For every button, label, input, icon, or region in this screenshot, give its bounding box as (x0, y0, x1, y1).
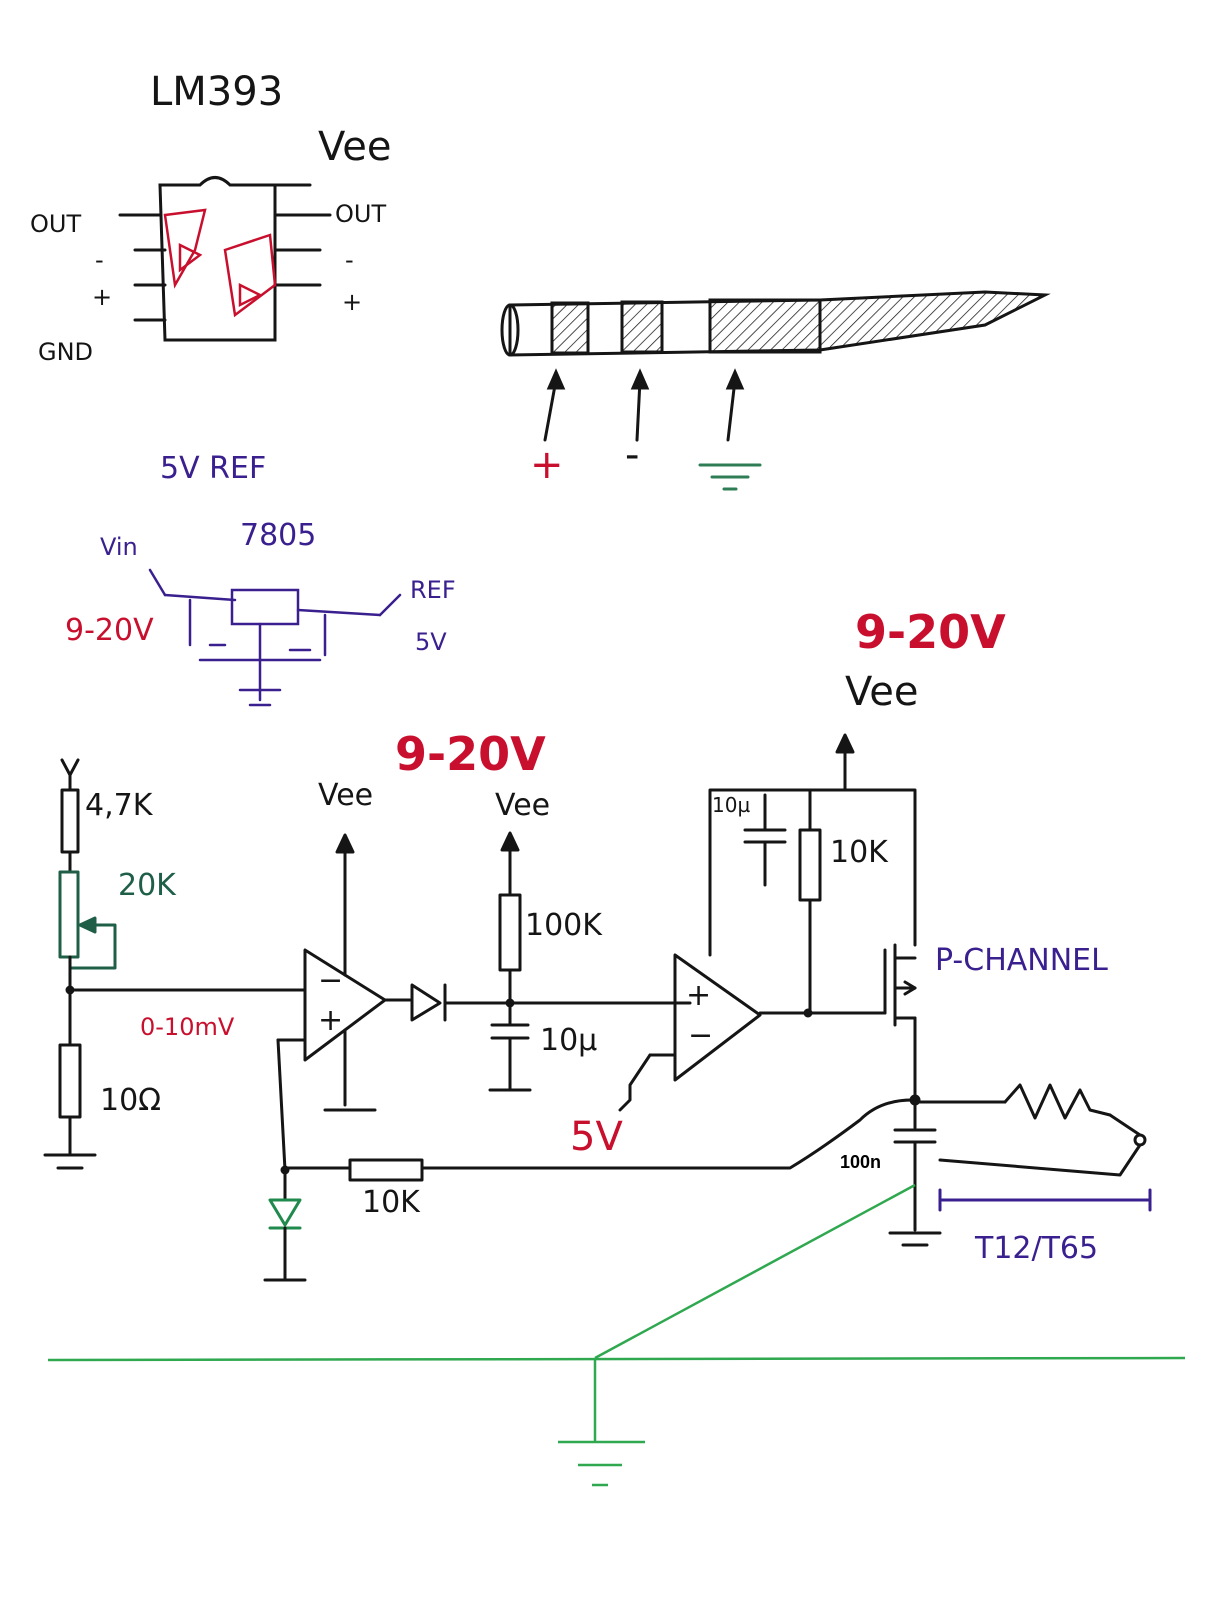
supply-top-voltage: 9-20V (855, 605, 1006, 659)
pin-left-4: GND (38, 338, 93, 366)
diode (410, 983, 442, 1022)
led (268, 1198, 302, 1227)
svg-text:−: − (318, 963, 343, 998)
lm393-pinout: LM393 OUT - + GND Vee OUT - + (30, 69, 391, 366)
heater-element (1003, 1083, 1112, 1120)
resistor-100k-label: 100K (525, 908, 603, 943)
potentiometer-label: 20K (118, 868, 177, 903)
resistor-feedback-label: 10K (362, 1185, 421, 1220)
vee-left-label: Vee (318, 778, 373, 813)
pin-right-3: - (345, 246, 354, 274)
tip-type-label: T12/T65 (974, 1231, 1098, 1266)
vin-label: Vin (100, 533, 138, 561)
vee-rail (708, 788, 917, 957)
pin-left-1: OUT (30, 210, 81, 238)
mosfet-type-label: P-CHANNEL (935, 943, 1108, 978)
capacitor-10u-label: 10µ (540, 1023, 597, 1058)
resistor-100k (498, 893, 522, 972)
reference-section: 5V REF 7805 Vin 9-20V REF 5V (65, 451, 456, 707)
vee-mid-label: Vee (495, 788, 550, 823)
pin-left-3: + (92, 283, 112, 311)
pin-right-2: OUT (335, 200, 386, 228)
plug-tip (818, 290, 1051, 352)
opamp-2 (673, 953, 762, 1082)
ground-bus-line (47, 1356, 1186, 1362)
potentiometer-20k (58, 870, 80, 959)
internal-comparators (163, 208, 277, 318)
feedback-wire (420, 1098, 914, 1170)
green-ground-overlay (47, 1183, 1186, 1487)
svg-text:−: − (688, 1018, 713, 1053)
svg-text:+: + (686, 978, 711, 1013)
divider-supply-tap (60, 758, 80, 777)
ground-icon (698, 463, 762, 491)
capacitor-100n-label: 100n (840, 1152, 881, 1172)
jack-terminal-plus: + (530, 442, 564, 488)
pin-left-2: - (95, 246, 104, 274)
regulator-label: 7805 (240, 518, 316, 553)
resistor-gate-label: 10K (830, 835, 889, 870)
ref-output-label: REF (410, 576, 456, 604)
resistor-feedback (348, 1158, 424, 1182)
resistor-4k7-label: 4,7K (85, 788, 154, 823)
plug-ring-3 (708, 298, 822, 354)
supply-mid-voltage: 9-20V (395, 727, 546, 781)
jack-terminal-minus: - (625, 432, 639, 478)
resistor-shunt-label: 10Ω (100, 1083, 161, 1118)
resistor-4k7 (60, 788, 80, 854)
plug-ring-1 (550, 301, 590, 355)
reference-5v-label: 5V (570, 1114, 623, 1160)
jack-plug: + - (500, 290, 1051, 491)
resistor-gate (798, 828, 822, 902)
plug-ring-2 (620, 300, 664, 354)
main-circuit: 9-20V Vee 9-20V Vee Vee 4,7K 20K 0-10mV … (43, 605, 1152, 1282)
vin-range: 9-20V (65, 613, 154, 648)
ground-diagonal (594, 1183, 916, 1360)
ref-output-value: 5V (415, 628, 447, 656)
svg-text:+: + (318, 1003, 343, 1038)
ref-title: 5V REF (160, 451, 266, 486)
capacitor-decoupling-label: 10µ (712, 793, 750, 817)
sense-range-label: 0-10mV (140, 1013, 235, 1041)
pin-right-1: Vee (318, 124, 391, 170)
arrow-plus (543, 378, 558, 442)
chip-body (158, 176, 277, 342)
pin-right-4: + (342, 288, 362, 316)
arrow-minus (635, 378, 642, 442)
regulator-box (230, 588, 300, 626)
resistor-shunt (58, 1043, 82, 1119)
supply-top-vee: Vee (845, 669, 918, 715)
arrow-ground (726, 378, 737, 442)
lm393-title: LM393 (150, 69, 283, 115)
